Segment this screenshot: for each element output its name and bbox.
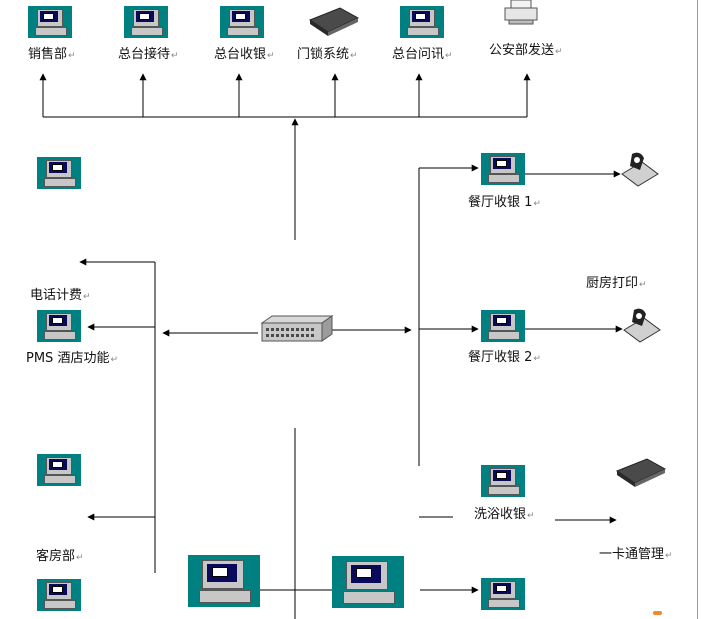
receipt-printer-icon xyxy=(623,308,661,343)
computer-icon xyxy=(220,6,264,38)
computer-icon xyxy=(188,555,260,607)
label-restaurant-cashier-1: 餐厅收银 1↵ xyxy=(468,195,541,210)
printer-icon xyxy=(504,0,538,25)
label-police-upload: 公安部发送↵ xyxy=(489,43,563,58)
computer-icon xyxy=(37,579,81,611)
network-switch-icon xyxy=(260,315,334,342)
computer-icon xyxy=(124,6,168,38)
page-edge-line xyxy=(697,0,698,619)
computer-icon xyxy=(332,556,404,608)
computer-icon xyxy=(481,465,525,497)
computer-icon xyxy=(28,6,72,38)
label-front-reception: 总台接待↵ xyxy=(118,47,179,62)
computer-icon xyxy=(481,578,525,610)
label-sales: 销售部↵ xyxy=(28,47,76,62)
card-reader-icon xyxy=(615,458,667,487)
label-front-cashier: 总台收银↵ xyxy=(214,47,275,62)
label-bath-cashier: 洗浴收银↵ xyxy=(474,507,535,522)
label-door-lock: 门锁系统↵ xyxy=(297,47,358,62)
computer-icon xyxy=(37,157,81,189)
label-one-card: 一卡通管理↵ xyxy=(599,547,673,562)
corner-marker xyxy=(653,611,662,615)
label-pms-hotel: PMS 酒店功能↵ xyxy=(26,351,118,366)
computer-icon xyxy=(37,310,81,342)
computer-icon xyxy=(481,153,525,185)
label-restaurant-cashier-2: 餐厅收银 2↵ xyxy=(468,350,541,365)
computer-icon xyxy=(400,6,444,38)
computer-icon xyxy=(37,454,81,486)
receipt-printer-icon xyxy=(621,152,659,187)
label-front-inquiry: 总台问讯↵ xyxy=(392,47,453,62)
label-phone-billing: 电话计费↵ xyxy=(30,288,91,303)
label-housekeeping: 客房部↵ xyxy=(36,549,84,564)
computer-icon xyxy=(481,310,525,342)
label-kitchen-print: 厨房打印↵ xyxy=(586,276,647,291)
card-reader-icon xyxy=(308,7,360,36)
